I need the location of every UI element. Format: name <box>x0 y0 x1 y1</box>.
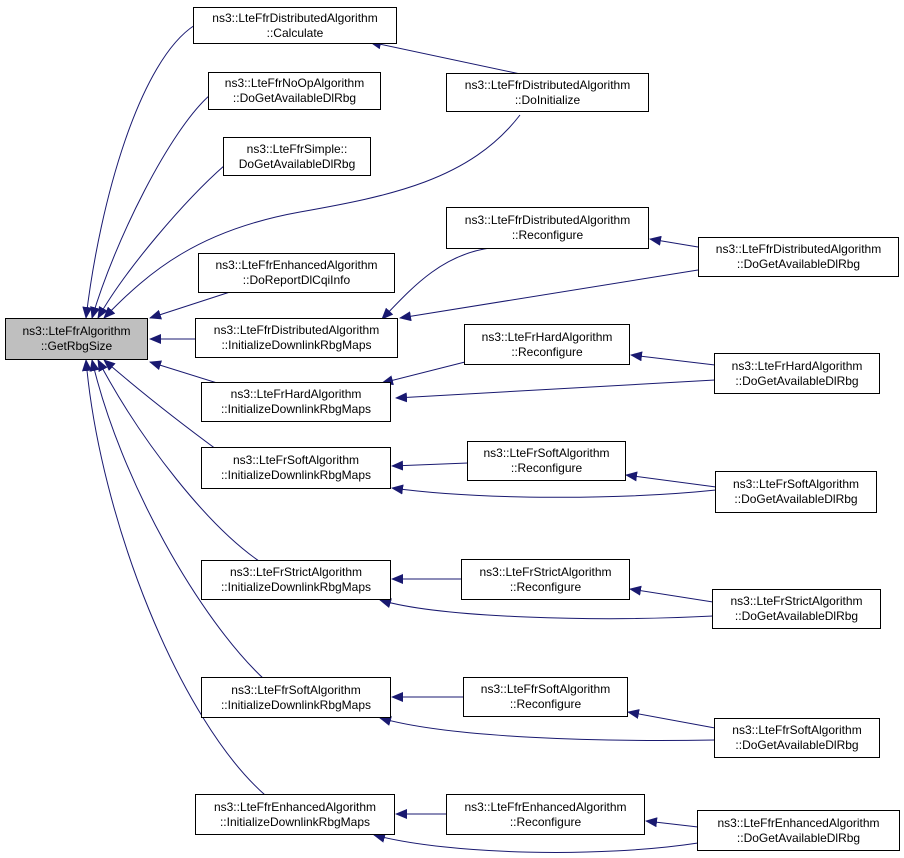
node-line: ns3::LteFfrEnhancedAlgorithm <box>215 258 378 272</box>
edge-enhreport-root <box>149 291 231 320</box>
node-line: ns3::LteFfrSoftAlgorithm <box>732 723 862 737</box>
node-line: ns3::LteFrSoftAlgorithm <box>232 453 360 467</box>
edge-enhidrm-root <box>81 359 266 796</box>
node-line: ::InitializeDownlinkRbgMaps <box>220 697 372 712</box>
edge-strictidrm-root <box>97 359 266 566</box>
edge-simple-root <box>97 164 226 319</box>
edge-distget-distidrm <box>399 269 699 322</box>
node-line: ::DoGetAvailableDlRbg <box>736 257 861 271</box>
node-fr-strict-initializedownlinkrbgmaps[interactable]: ns3::LteFrStrictAlgorithm ::InitializeDo… <box>201 560 391 600</box>
node-line: ns3::LteFfrNoOpAlgorithm <box>224 76 365 90</box>
node-fr-strict-reconfigure[interactable]: ns3::LteFrStrictAlgorithm ::Reconfigure <box>461 559 630 600</box>
node-fr-hard-initializedownlinkrbgmaps[interactable]: ns3::LteFrHardAlgorithm ::InitializeDown… <box>201 382 391 422</box>
node-line: ns3::LteFrStrictAlgorithm <box>730 594 863 608</box>
node-line: ::Reconfigure <box>509 697 582 711</box>
node-line: ns3::LteFrHardAlgorithm <box>230 387 362 401</box>
node-fr-hard-dogetavailabledlrbg[interactable]: ns3::LteFrHardAlgorithm ::DoGetAvailable… <box>714 353 880 394</box>
edge-enhget-enhreconf <box>645 817 699 828</box>
node-fr-soft-initializedownlinkrbgmaps[interactable]: ns3::LteFrSoftAlgorithm ::InitializeDown… <box>201 447 391 489</box>
node-line: ns3::LteFfrDistributedAlgorithm <box>464 213 631 227</box>
node-line: ns3::LteFfrSoftAlgorithm <box>231 682 361 697</box>
edge-ffrsoftget-ffrsoftidrm <box>379 716 716 741</box>
node-line: ::Reconfigure <box>509 814 582 829</box>
node-root-getrbgsize: ns3::LteFfrAlgorithm ::GetRbgSize <box>5 318 148 360</box>
node-line: ns3::LteFfrDistributedAlgorithm <box>212 10 378 25</box>
node-ffr-enhanced-reconfigure[interactable]: ns3::LteFfrEnhancedAlgorithm ::Reconfigu… <box>446 794 645 835</box>
node-line: ::Calculate <box>266 25 324 40</box>
node-line: ::DoGetAvailableDlRbg <box>735 738 859 752</box>
edge-distget-distreconf <box>649 235 699 248</box>
edge-noop-root <box>90 94 211 319</box>
node-ffr-soft-dogetavailabledlrbg[interactable]: ns3::LteFfrSoftAlgorithm ::DoGetAvailabl… <box>714 718 880 758</box>
edge-ffrsoftidrm-root <box>89 359 266 681</box>
edge-enhget-enhidrm <box>373 832 699 853</box>
node-ffr-enhanced-doreportdlcqiinfo[interactable]: ns3::LteFfrEnhancedAlgorithm ::DoReportD… <box>198 253 395 293</box>
node-line: ns3::LteFfrDistributedAlgorithm <box>715 242 882 256</box>
edge-distinit-distcalc <box>369 39 526 76</box>
node-line: ns3::LteFfrDistributedAlgorithm <box>213 323 380 337</box>
edge-distreconf-distidrm <box>381 247 491 320</box>
node-line: ::Reconfigure <box>511 344 583 359</box>
node-line: ::InitializeDownlinkRbgMaps <box>220 402 372 416</box>
node-line: ::Reconfigure <box>511 228 584 242</box>
node-line: ::Reconfigure <box>510 461 583 475</box>
node-ffr-enhanced-initializedownlinkrbgmaps[interactable]: ns3::LteFfrEnhancedAlgorithm ::Initializ… <box>195 794 395 835</box>
node-line: ::InitializeDownlinkRbgMaps <box>220 468 372 482</box>
node-fr-soft-reconfigure[interactable]: ns3::LteFrSoftAlgorithm ::Reconfigure <box>467 441 626 481</box>
node-ffr-distributed-doinitialize[interactable]: ns3::LteFfrDistributedAlgorithm ::DoInit… <box>446 73 649 112</box>
node-line: ns3::LteFfrEnhancedAlgorithm <box>213 799 377 814</box>
node-line: ns3::LteFfrSimple:: <box>246 141 348 156</box>
node-ffr-distributed-reconfigure[interactable]: ns3::LteFfrDistributedAlgorithm ::Reconf… <box>446 207 649 249</box>
edge-frsoftget-frsoftreconf <box>625 471 717 488</box>
node-line: ns3::LteFrHardAlgorithm <box>731 358 863 373</box>
node-ffr-soft-initializedownlinkrbgmaps[interactable]: ns3::LteFfrSoftAlgorithm ::InitializeDow… <box>201 677 391 718</box>
node-line: ::DoInitialize <box>514 92 581 107</box>
node-line: DoGetAvailableDlRbg <box>238 156 356 171</box>
node-line: ns3::LteFfrEnhancedAlgorithm <box>464 799 627 814</box>
edge-distcalc-root <box>82 24 196 319</box>
node-fr-soft-dogetavailabledlrbg[interactable]: ns3::LteFrSoftAlgorithm ::DoGetAvailable… <box>715 471 877 513</box>
node-ffr-enhanced-dogetavailabledlrbg[interactable]: ns3::LteFfrEnhancedAlgorithm ::DoGetAvai… <box>697 810 900 851</box>
edge-ffrsoftget-ffrsoftreconf <box>627 709 716 729</box>
node-line: ::DoGetAvailableDlRbg <box>734 492 858 506</box>
node-ffr-soft-reconfigure[interactable]: ns3::LteFfrSoftAlgorithm ::Reconfigure <box>463 677 628 717</box>
node-line: ::Reconfigure <box>509 579 582 594</box>
node-ffr-noop-dogetavailabledlrbg[interactable]: ns3::LteFfrNoOpAlgorithm ::DoGetAvailabl… <box>208 72 381 110</box>
node-line: ::InitializeDownlinkRbgMaps <box>220 580 372 594</box>
edge-strictget-strictreconf <box>629 585 714 603</box>
node-line: ::DoGetAvailableDlRbg <box>232 91 357 105</box>
node-line: ::GetRbgSize <box>40 339 113 353</box>
node-line: ns3::LteFfrAlgorithm <box>22 324 131 338</box>
edge-hardreconf-hardidrm <box>381 361 466 386</box>
node-line: ns3::LteFfrSoftAlgorithm <box>480 682 611 696</box>
node-line: ns3::LteFrSoftAlgorithm <box>732 477 860 491</box>
node-fr-strict-dogetavailabledlrbg[interactable]: ns3::LteFrStrictAlgorithm ::DoGetAvailab… <box>712 589 881 629</box>
edge-hardget-hardreconf <box>630 351 716 366</box>
node-ffr-distributed-initializedownlinkrbgmaps[interactable]: ns3::LteFfrDistributedAlgorithm ::Initia… <box>195 318 398 358</box>
node-fr-hard-reconfigure[interactable]: ns3::LteFrHardAlgorithm ::Reconfigure <box>464 324 630 365</box>
edge-strictget-strictidrm <box>379 598 714 620</box>
edge-frsoftget-frsoftidrm <box>391 484 717 498</box>
edge-frsoftreconf-frsoftidrm <box>391 460 469 471</box>
node-line: ::InitializeDownlinkRbgMaps <box>221 338 372 352</box>
node-line: ns3::LteFrStrictAlgorithm <box>479 564 612 579</box>
node-line: ::DoGetAvailableDlRbg <box>734 609 859 623</box>
edge-hardget-hardidrm <box>395 379 716 403</box>
node-ffr-distributed-dogetavailabledlrbg[interactable]: ns3::LteFfrDistributedAlgorithm ::DoGetA… <box>698 237 899 277</box>
node-ffr-distributed-calculate[interactable]: ns3::LteFfrDistributedAlgorithm ::Calcul… <box>193 7 397 44</box>
node-line: ::DoGetAvailableDlRbg <box>736 830 861 845</box>
edge-frsoftidrm-root <box>103 359 221 453</box>
node-line: ns3::LteFrSoftAlgorithm <box>483 446 610 460</box>
edge-distinit-root <box>103 114 521 319</box>
node-line: ns3::LteFrHardAlgorithm <box>481 329 613 344</box>
node-line: ::InitializeDownlinkRbgMaps <box>219 814 371 829</box>
node-line: ns3::LteFfrEnhancedAlgorithm <box>717 815 880 830</box>
node-line: ns3::LteFfrDistributedAlgorithm <box>464 77 631 92</box>
node-line: ns3::LteFrStrictAlgorithm <box>229 565 363 579</box>
node-ffr-simple-dogetavailabledlrbg[interactable]: ns3::LteFfrSimple:: DoGetAvailableDlRbg <box>223 137 371 176</box>
node-line: ::DoReportDlCqiInfo <box>242 273 351 287</box>
node-line: ::DoGetAvailableDlRbg <box>735 373 859 388</box>
